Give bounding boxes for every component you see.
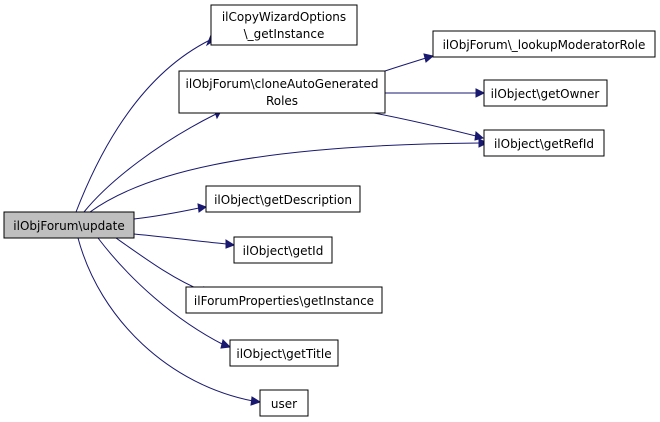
edge-update-to-get-description <box>133 203 208 220</box>
node-user[interactable]: user <box>259 389 309 417</box>
edge-clone-roles-to-get-ref-id <box>373 112 485 141</box>
node-clone-roles-label-line-1: ilObjForum\cloneAutoGenerated <box>186 77 379 91</box>
node-get-id[interactable]: ilObject\getId <box>233 236 333 264</box>
node-get-owner[interactable]: ilObject\getOwner <box>483 79 608 107</box>
node-get-ref-id[interactable]: ilObject\getRefId <box>483 129 605 157</box>
node-lookup-moderator-label: ilObjForum\_lookupModeratorRole <box>443 38 646 52</box>
node-get-description-label: ilObject\getDescription <box>214 193 352 207</box>
node-user-label: user <box>271 397 297 411</box>
edge-update-to-get-title <box>97 237 232 349</box>
edge-clone-roles-to-get-owner <box>385 88 486 98</box>
node-copy-wizard-options-get-instance[interactable]: ilCopyWizardOptions \_getInstance <box>210 4 358 46</box>
node-get-owner-label: ilObject\getOwner <box>491 87 600 101</box>
node-clone-auto-generated-roles[interactable]: ilObjForum\cloneAutoGenerated Roles <box>178 70 386 114</box>
edge-update-to-get-ref-id <box>89 138 489 213</box>
node-forum-properties-label: ilForumProperties\getInstance <box>194 294 374 308</box>
edge-update-to-get-id <box>133 233 236 249</box>
edge-update-to-copy-wizard <box>75 34 217 213</box>
node-get-title-label: ilObject\getTitle <box>236 347 331 361</box>
node-get-id-label: ilObject\getId <box>243 244 324 258</box>
node-update[interactable]: ilObjForum\update <box>3 211 135 239</box>
node-clone-roles-label-line-2: Roles <box>266 94 298 108</box>
node-forum-properties-get-instance[interactable]: ilForumProperties\getInstance <box>185 286 383 314</box>
node-update-label: ilObjForum\update <box>13 219 124 233</box>
node-copy-wizard-label-line-2: \_getInstance <box>244 27 325 41</box>
node-get-description[interactable]: ilObject\getDescription <box>205 185 361 213</box>
edge-update-to-forum-properties <box>115 237 213 296</box>
edge-update-to-user <box>77 237 262 406</box>
node-copy-wizard-label-line-1: ilCopyWizardOptions <box>222 10 346 24</box>
node-get-title[interactable]: ilObject\getTitle <box>229 339 339 367</box>
edge-clone-roles-to-lookup-moderator <box>384 53 435 72</box>
node-lookup-moderator-role[interactable]: ilObjForum\_lookupModeratorRole <box>432 30 656 58</box>
node-get-ref-id-label: ilObject\getRefId <box>494 137 594 151</box>
edge-update-to-clone-roles <box>83 108 222 213</box>
